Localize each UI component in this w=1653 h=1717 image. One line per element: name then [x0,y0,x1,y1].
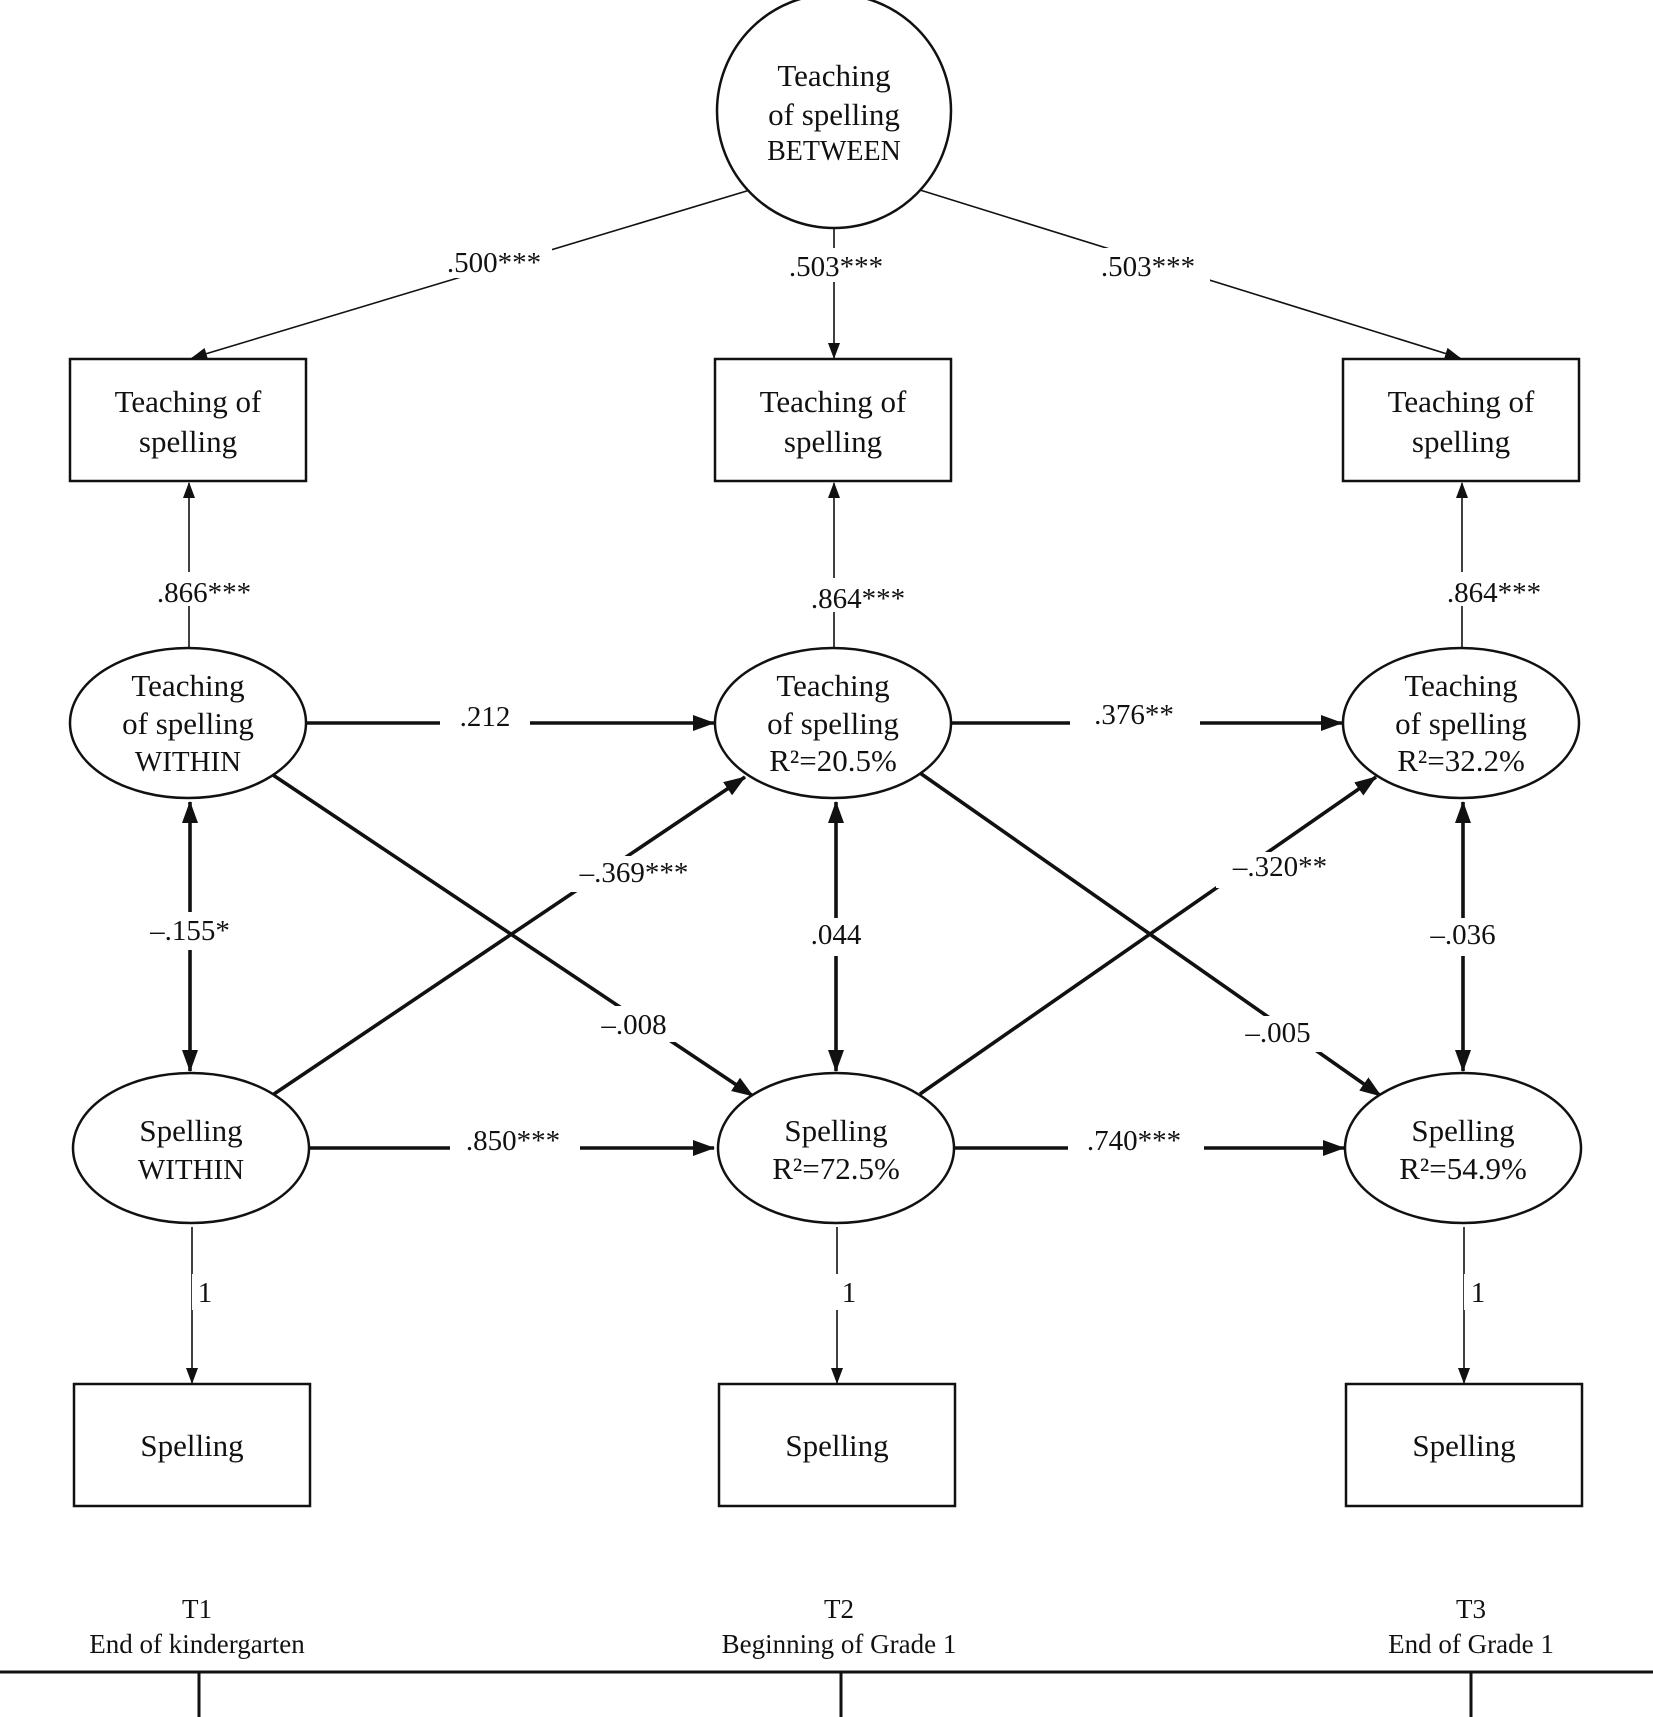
node-label: Spelling [1412,1428,1515,1463]
node-label: Spelling [784,1113,887,1148]
node-label: Teaching of [1388,384,1535,419]
node-label: Spelling [1411,1113,1514,1148]
edge-label-load-teach-t2: .864*** [800,578,916,615]
edge-label-between-t1: .500*** [436,244,552,279]
node-label: spelling [784,424,882,459]
node-label: Teaching [776,668,889,703]
svg-text:.044: .044 [811,919,862,951]
edge-label-spell-t1-t2: .850*** [450,1124,580,1162]
node-teaching-t2: Teaching of spelling R²=20.5% [713,646,953,800]
svg-text:1: 1 [842,1277,857,1309]
node-spelling-t3: Spelling R²=54.9% [1343,1071,1583,1225]
edge-label-spell-t2-t3: .740*** [1068,1124,1204,1162]
node-observed-spelling-t2: Spelling [717,1382,957,1508]
node-label: of spelling [768,97,900,132]
node-observed-teaching-t3: Teaching of spelling [1341,357,1581,483]
edge-label-teach-t1-t2: .212 [440,698,530,736]
svg-text:–.036: –.036 [1429,919,1495,951]
svg-text:.864***: .864*** [811,583,905,615]
edge-label-between-t2: .503*** [780,248,892,283]
edge-label-between-t3: .503*** [1090,248,1210,283]
timepoint-code: T2 [824,1594,854,1624]
svg-text:–.369***: –.369*** [579,857,689,889]
node-label: of spelling [1395,706,1527,741]
timepoint-label: End of Grade 1 [1388,1629,1554,1659]
svg-text:.740***: .740*** [1087,1125,1181,1157]
node-label: R²=20.5% [769,743,897,778]
edge-label-load-spell-t3: 1 [1464,1274,1492,1310]
node-label: BETWEEN [767,136,901,167]
timeline-axis [0,1670,1653,1717]
timepoint-label: Beginning of Grade 1 [722,1629,957,1659]
edge-label-cov-t2: .044 [800,918,872,956]
edge-label-load-teach-t1: .866*** [146,572,262,609]
node-observed-teaching-t2: Teaching of spelling [713,357,953,483]
svg-text:1: 1 [1471,1277,1486,1309]
svg-text:–.320**: –.320** [1232,851,1327,883]
edge-label-spell-t2-teach-t3: –.320** [1216,851,1346,888]
edge-label-teach-t1-spell-t2: –.008 [588,1006,684,1042]
node-label: Teaching [131,668,244,703]
node-label: spelling [1412,424,1510,459]
node-label: R²=32.2% [1397,743,1525,778]
svg-text:.500***: .500*** [447,247,541,279]
node-label: WITHIN [138,1154,244,1186]
svg-text:.864***: .864*** [1447,577,1541,609]
node-label: Teaching [1404,668,1517,703]
node-label: of spelling [767,706,899,741]
node-label: Spelling [785,1428,888,1463]
timepoint-t3: T3 End of Grade 1 [1388,1594,1554,1659]
node-label: Spelling [139,1113,242,1148]
node-observed-spelling-t1: Spelling [72,1382,312,1508]
node-teaching-within-t1: Teaching of spelling WITHIN [68,646,308,800]
edge-label-load-spell-t1: 1 [192,1274,220,1310]
node-label: Teaching of [115,384,262,419]
edge-label-load-spell-t2: 1 [836,1274,864,1310]
timepoint-code: T3 [1456,1594,1486,1624]
node-label: WITHIN [135,746,241,778]
node-label: R²=72.5% [772,1151,900,1186]
svg-text:–.155*: –.155* [149,915,230,947]
svg-text:.503***: .503*** [1101,251,1195,283]
edge-label-load-teach-t3: .864*** [1436,572,1552,609]
svg-text:.376**: .376** [1094,699,1174,731]
edge-label-teach-t2-t3: .376** [1070,698,1200,736]
svg-text:–.008: –.008 [600,1009,666,1041]
timepoint-t1: T1 End of kindergarten [89,1594,305,1659]
node-teaching-between: Teaching of spelling BETWEEN [715,0,953,230]
edge-label-cov-t1: –.155* [140,912,240,950]
svg-text:.503***: .503*** [789,251,883,283]
node-label: of spelling [122,706,254,741]
node-label: Spelling [140,1428,243,1463]
timepoint-label: End of kindergarten [89,1629,305,1659]
node-label: Teaching [777,58,890,93]
path-spell-t1-to-teach-t2 [272,775,747,1096]
svg-text:.850***: .850*** [466,1125,560,1157]
svg-text:.212: .212 [460,701,511,733]
node-label: Teaching of [760,384,907,419]
svg-text:–.005: –.005 [1244,1017,1310,1049]
edge-label-cov-t3: –.036 [1418,918,1508,956]
node-label: R²=54.9% [1399,1151,1527,1186]
node-teaching-t3: Teaching of spelling R²=32.2% [1341,646,1581,800]
edge-label-teach-t2-spell-t3: –.005 [1232,1016,1328,1052]
node-label: spelling [139,424,237,459]
path-spell-t2-to-teach-t3 [918,775,1378,1096]
svg-text:1: 1 [198,1277,213,1309]
node-observed-teaching-t1: Teaching of spelling [68,357,308,483]
edge-label-spell-t1-teach-t2: –.369*** [566,856,696,892]
path-teach-t1-to-spell-t2 [268,771,755,1098]
node-spelling-t2: Spelling R²=72.5% [716,1071,956,1225]
timepoint-code: T1 [182,1594,212,1624]
svg-text:.866***: .866*** [157,577,251,609]
node-observed-spelling-t3: Spelling [1344,1382,1584,1508]
node-spelling-within-t1: Spelling WITHIN [71,1071,311,1225]
timepoint-t2: T2 Beginning of Grade 1 [722,1594,957,1659]
